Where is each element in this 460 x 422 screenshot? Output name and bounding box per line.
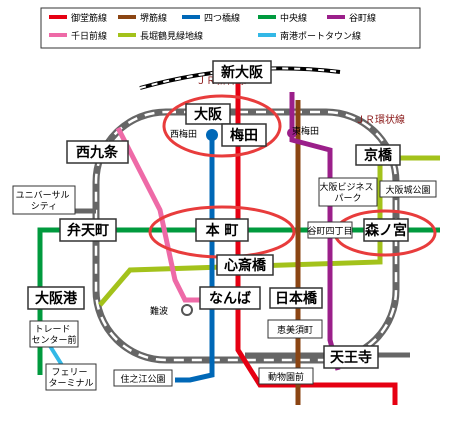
legend-item-chuo: 中央線 bbox=[258, 12, 307, 24]
station-label: 大阪ビジネス パーク bbox=[320, 181, 377, 204]
station-dobutsuen-mae[interactable]: 動物園前 bbox=[258, 367, 314, 385]
legend-item-yotsubashi: 四つ橋線 bbox=[182, 12, 240, 24]
highlight-umeda bbox=[162, 94, 282, 158]
station-nishikujo[interactable]: 西九条 bbox=[66, 140, 129, 164]
station-label: 大阪城公園 bbox=[385, 184, 430, 196]
legend-item-nagahori: 長堀鶴見緑地線 bbox=[118, 30, 203, 42]
legend-item-tanimachi: 谷町線 bbox=[327, 12, 376, 24]
legend-swatch-nagahori bbox=[118, 33, 136, 37]
station-label: 大阪 bbox=[194, 106, 223, 123]
station-morinomiya[interactable]: 森ノ宮 bbox=[363, 218, 409, 242]
loop-label: ＪＲ環状線 bbox=[355, 113, 405, 126]
station-namba-jr[interactable]: 難波 bbox=[150, 305, 168, 317]
station-label: 弁天町 bbox=[67, 222, 109, 239]
universal-line1: ユニバーサル bbox=[16, 190, 70, 201]
station-shinsaibashi[interactable]: 心斎橋 bbox=[216, 254, 274, 276]
station-label: 住之江公園 bbox=[120, 373, 165, 385]
station-bentencho[interactable]: 弁天町 bbox=[59, 218, 117, 242]
station-tennoji[interactable]: 天王寺 bbox=[323, 345, 379, 369]
station-honmachi[interactable]: 本 町 bbox=[195, 218, 249, 242]
station-tanimachi-yonchome[interactable]: 谷町四丁目 bbox=[307, 221, 353, 239]
station-label: フェリー ターミナル bbox=[48, 368, 93, 389]
legend-item-midosuji: 御堂筋線 bbox=[49, 12, 107, 24]
legend-label: 堺筋線 bbox=[140, 12, 167, 24]
station-nishi-umeda[interactable]: 西梅田 bbox=[170, 128, 197, 140]
legend-swatch-sennichimae bbox=[49, 33, 67, 37]
station-universal-city[interactable]: ユニバーサル シティ bbox=[12, 185, 76, 215]
legend-swatch-sakaisuji bbox=[118, 15, 136, 19]
legend-label: 南港ポートタウン線 bbox=[280, 30, 361, 42]
station-dot-nishi-umeda bbox=[206, 129, 218, 141]
station-osakako[interactable]: 大阪港 bbox=[27, 286, 85, 310]
station-label: 日本橋 bbox=[275, 290, 318, 307]
station-suminoe-koen[interactable]: 住之江公園 bbox=[113, 369, 173, 387]
station-dot-higashi-umeda bbox=[287, 128, 297, 138]
station-umeda[interactable]: 梅田 bbox=[221, 123, 267, 147]
station-shin-osaka[interactable]: 新大阪 bbox=[212, 60, 272, 84]
station-ebisucho[interactable]: 恵美須町 bbox=[267, 319, 323, 339]
legend-label: 谷町線 bbox=[349, 12, 376, 24]
station-dot-namba-jr bbox=[181, 304, 193, 316]
station-nipponbashi[interactable]: 日本橋 bbox=[269, 287, 323, 309]
legend: 御堂筋線 堺筋線 四つ橋線 中央線 谷町線 千日前線 長堀鶴見緑地線 bbox=[40, 7, 421, 49]
station-ferry-terminal[interactable]: フェリー ターミナル bbox=[45, 363, 97, 391]
legend-item-nanko: 南港ポートタウン線 bbox=[258, 30, 361, 42]
legend-swatch-chuo bbox=[258, 15, 276, 19]
legend-swatch-midosuji bbox=[49, 15, 67, 19]
legend-label: 千日前線 bbox=[71, 30, 107, 42]
station-label: 谷町四丁目 bbox=[307, 226, 352, 237]
legend-label: 長堀鶴見緑地線 bbox=[140, 30, 203, 42]
legend-swatch-tanimachi bbox=[327, 15, 345, 19]
station-label: なんば bbox=[209, 291, 251, 307]
legend-label: 中央線 bbox=[280, 12, 307, 24]
universal-line2: シティ bbox=[31, 201, 57, 212]
legend-swatch-yotsubashi bbox=[182, 15, 200, 19]
station-osakajo-koen[interactable]: 大阪城公園 bbox=[379, 180, 437, 198]
station-label: トレード センター前 bbox=[31, 325, 76, 346]
station-trade-center[interactable]: トレード センター前 bbox=[29, 320, 79, 348]
station-label: 京橋 bbox=[364, 147, 393, 164]
station-label: 心斎橋 bbox=[224, 257, 267, 274]
station-higashi-umeda[interactable]: 東梅田 bbox=[292, 125, 319, 137]
station-label: 恵美須町 bbox=[277, 324, 313, 336]
station-label: 本 町 bbox=[206, 222, 239, 239]
station-label: 動物園前 bbox=[268, 371, 304, 383]
legend-swatch-nanko bbox=[258, 33, 276, 37]
legend-item-sakaisuji: 堺筋線 bbox=[118, 12, 167, 24]
station-label: 新大阪 bbox=[221, 64, 264, 81]
station-label: ユニバーサル シティ bbox=[16, 190, 73, 212]
legend-label: 御堂筋線 bbox=[71, 12, 107, 24]
station-label: 大阪港 bbox=[35, 290, 78, 307]
station-label: 天王寺 bbox=[330, 350, 372, 366]
station-kyobashi[interactable]: 京橋 bbox=[355, 144, 401, 166]
station-label: 森ノ宮 bbox=[365, 222, 407, 239]
legend-label: 四つ橋線 bbox=[204, 12, 240, 24]
legend-item-sennichimae: 千日前線 bbox=[49, 30, 107, 42]
station-nanba[interactable]: なんば bbox=[199, 286, 261, 310]
station-label: 梅田 bbox=[230, 127, 258, 144]
yotsubashi-line bbox=[175, 138, 215, 383]
station-osaka[interactable]: 大阪 bbox=[185, 103, 231, 125]
station-osaka-business-park[interactable]: 大阪ビジネス パーク bbox=[318, 177, 378, 207]
station-label: 西九条 bbox=[76, 144, 119, 161]
